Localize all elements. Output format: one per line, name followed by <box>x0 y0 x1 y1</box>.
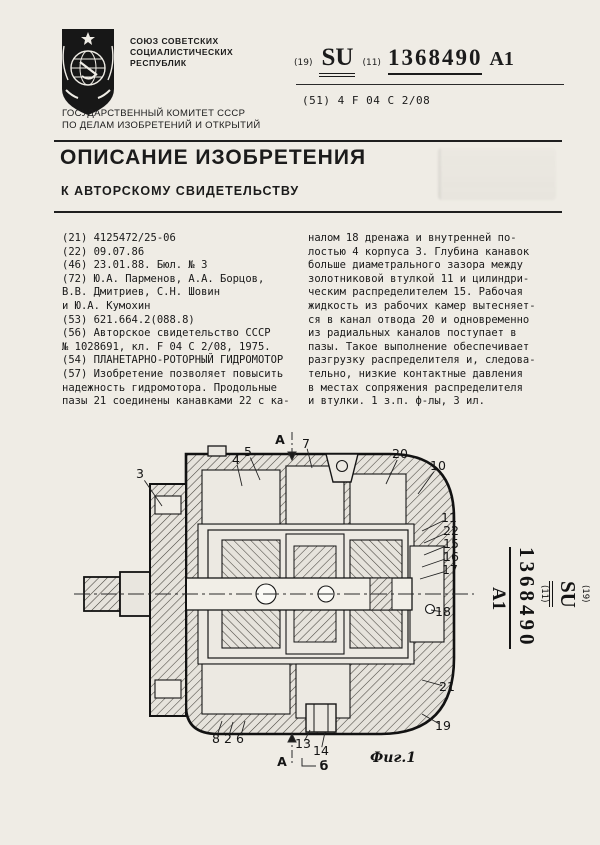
part-number-3: 3 <box>136 466 144 481</box>
part-number-16: 16 <box>443 549 459 564</box>
part-number-14: 14 <box>313 743 329 758</box>
scan-artifact <box>438 148 556 200</box>
document-id-header: (19) SU (11) 1368490 А1 <box>294 44 566 77</box>
output-shaft <box>83 483 187 717</box>
document-kind: А1 <box>489 48 514 70</box>
document-number: 1368490 <box>387 45 483 75</box>
part-number-7: 7 <box>302 436 310 451</box>
part-number-18: 18 <box>435 604 451 619</box>
part-number-19: 19 <box>435 718 451 733</box>
part-number-8: 8 <box>212 731 220 746</box>
part-number-15: 15 <box>443 536 459 551</box>
sidebar-number-code-label: (11) <box>539 585 549 603</box>
number-code-label: (11) <box>362 58 381 68</box>
abstract-left-column: (21) 4125472/25-06 (22) 09.07.86 (46) 23… <box>62 232 290 408</box>
country-code-label: (19) <box>294 58 313 68</box>
sidebar-country-code: SU <box>549 580 580 608</box>
page-title: ОПИСАНИЕ ИЗОБРЕТЕНИЯ <box>60 146 367 169</box>
part-number-2: 2 <box>224 731 232 746</box>
committee-name: ГОСУДАРСТВЕННЫЙ КОМИТЕТ СССР ПО ДЕЛАМ ИЗ… <box>62 108 261 131</box>
section-marker-bottom2: б <box>320 758 329 773</box>
top-rule <box>54 140 562 142</box>
sidebar-document-number: 1368490 <box>509 547 539 649</box>
ports <box>207 445 359 733</box>
part-number-6: 6 <box>236 731 244 746</box>
abstract-right-column: налом 18 дренажа и внутренней по- лостью… <box>308 232 536 408</box>
page-subtitle: К АВТОРСКОМУ СВИДЕТЕЛЬСТВУ <box>61 184 300 198</box>
union-name: СОЮЗ СОВЕТСКИХ СОЦИАЛИСТИЧЕСКИХ РЕСПУБЛИ… <box>130 36 234 68</box>
part-number-10: 10 <box>430 458 446 473</box>
ipc-code: (51) 4 F 04 C 2/08 <box>302 94 431 107</box>
figure-caption: Фиг.1 <box>370 750 416 766</box>
part-number-5: 5 <box>244 444 252 459</box>
ussr-emblem-icon <box>62 29 114 115</box>
part-number-22: 22 <box>443 523 459 538</box>
header-divider <box>296 84 564 85</box>
part-number-21: 21 <box>439 679 455 694</box>
part-number-20: 20 <box>392 446 408 461</box>
star-icon <box>81 32 95 45</box>
part-number-4: 4 <box>232 452 240 467</box>
sidebar-doc-id: (19) SU (11) 1368490 А1 <box>487 438 590 750</box>
part-number-17: 17 <box>442 562 458 577</box>
section-marker-top: А <box>275 432 285 447</box>
part-number-11: 11 <box>441 510 457 525</box>
sidebar-country-code-label: (19) <box>580 585 590 603</box>
part-number-13: 13 <box>295 736 311 751</box>
section-marker-bottom: А <box>277 754 287 769</box>
section-line-A <box>287 432 316 767</box>
sidebar-document-kind: А1 <box>488 587 509 611</box>
country-code: SU <box>319 44 356 77</box>
title-rule <box>54 211 562 213</box>
